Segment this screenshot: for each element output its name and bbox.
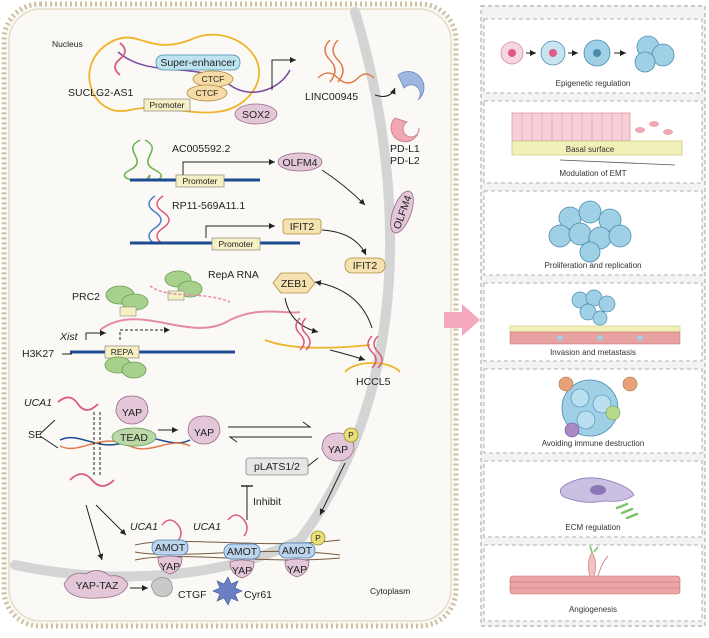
- ctgf-label: CTGF: [178, 589, 207, 601]
- super-enhancer-module: Super-enhancer CTCF CTCF Promoter SUCLG2…: [68, 33, 425, 167]
- amot-1-label: AMOT: [155, 542, 186, 554]
- sox2-protein: [234, 103, 278, 125]
- plats-box: [245, 457, 309, 476]
- hallmark-proliferation: Proliferation and replication: [545, 261, 642, 270]
- amot-1: [151, 539, 189, 556]
- nucleus-label: Nucleus: [52, 39, 83, 49]
- yap-free-protein: [187, 415, 221, 445]
- ctcf-2-label: CTCF: [196, 88, 219, 98]
- yap-p-label: YAP: [328, 444, 348, 456]
- pd-l2-protein-icon: [390, 117, 420, 143]
- yap-free-label: YAP: [194, 427, 214, 439]
- phospho-marker: [343, 427, 359, 443]
- phospho-label: P: [348, 430, 354, 440]
- hallmark-invasion: Invasion and metastasis: [550, 348, 636, 357]
- cyr61-icon: [212, 576, 243, 606]
- promoter-label-1: Promoter: [150, 100, 185, 110]
- emt-epithelium: [511, 112, 683, 156]
- transition-arrow: [444, 304, 480, 336]
- prc2-label: PRC2: [72, 291, 100, 303]
- ctcf-2: [186, 84, 228, 102]
- hallmark-immune: Avoiding immune destruction: [542, 439, 645, 448]
- promoter-box-2: [175, 174, 225, 188]
- yap-m3-protein: [284, 558, 310, 578]
- hallmark-angiogenesis: Angiogenesis: [569, 605, 617, 614]
- xist-module: PRC2 RepA RNA Xist REPA H3K27: [22, 269, 301, 379]
- promoter-label-2: Promoter: [183, 176, 218, 186]
- amot-2: [223, 543, 261, 560]
- uca1-b-label: UCA1: [193, 521, 221, 533]
- promoter-box-3: [211, 237, 261, 251]
- ctgf-icon: [151, 577, 173, 597]
- yap-taz-complex: [63, 570, 129, 599]
- linc00945-rna: [317, 39, 375, 84]
- epigenetic-cells: [500, 35, 675, 73]
- xist-label: Xist: [59, 331, 79, 343]
- inhibit-label: Inhibit: [253, 496, 281, 508]
- cytoplasm-label: Cytoplasm: [370, 586, 410, 596]
- nuclear-envelope: [10, 7, 396, 582]
- olfm4-gene: [277, 152, 323, 172]
- se-label: SE: [28, 429, 42, 441]
- immune-scene: [558, 376, 638, 438]
- zeb1-label: ZEB1: [281, 278, 307, 290]
- phospho-label-2: P: [315, 533, 321, 543]
- hallmark-emt: Modulation of EMT: [559, 169, 626, 178]
- ifit2-protein-label: IFIT2: [353, 260, 378, 272]
- amot-2-label: AMOT: [227, 546, 258, 558]
- angiogenesis-scene: [509, 545, 681, 595]
- emt-basal-surface: Basal surface: [566, 145, 615, 154]
- olfm4-protein: [390, 190, 414, 234]
- rp11-module: RP11-569A11.1 Promoter IFIT2 IFIT2: [130, 195, 386, 274]
- linc00945-label: LINC00945: [305, 91, 358, 103]
- suclg2-as1-label: SUCLG2-AS1: [68, 87, 134, 99]
- yap-taz-label: YAP-TAZ: [76, 580, 119, 592]
- promoter-box-1: [143, 98, 191, 112]
- yap-m1-label: YAP: [160, 561, 180, 573]
- repa-label: REPA: [111, 347, 134, 357]
- ctcf-1-label: CTCF: [202, 74, 225, 84]
- hallmark-epigenetic: Epigenetic regulation: [556, 79, 631, 88]
- pd-l1-protein-icon: [397, 71, 425, 101]
- proliferation-cluster: [548, 200, 632, 263]
- pd-l1-label: PD-L1: [390, 143, 420, 155]
- amot-3-label: AMOT: [282, 545, 313, 557]
- plats-label: pLATS1/2: [254, 461, 300, 473]
- hccl5-label: HCCL5: [356, 376, 391, 388]
- yap-module: UCA1 SE YAP TEAD YAP YAP P pLATS1/2 Inhi…: [24, 395, 359, 606]
- uca1-a-label: UCA1: [130, 521, 158, 533]
- invasion-scene: [509, 289, 681, 345]
- ac005592-label: AC005592.2: [172, 143, 231, 155]
- tead-protein: [111, 427, 157, 447]
- h3k27-label: H3K27: [22, 348, 54, 360]
- repa-rna-label: RepA RNA: [208, 269, 259, 281]
- hccl5-module: ZEB1 HCCL5: [264, 272, 401, 388]
- amot-3: [278, 542, 316, 559]
- yap-m1-protein: [157, 555, 183, 575]
- cyr61-label: Cyr61: [244, 589, 272, 601]
- super-enhancer-box: [155, 54, 241, 71]
- yap-m3-label: YAP: [287, 564, 307, 576]
- promoter-label-3: Promoter: [219, 239, 254, 249]
- super-enhancer-label: Super-enhancer: [160, 57, 236, 69]
- ecm-scene: [559, 477, 639, 520]
- phospho-marker-2: [310, 530, 326, 546]
- hallmark-ecm: ECM regulation: [565, 523, 620, 532]
- hallmark-column: Epigenetic regulation Basal surface Modu…: [480, 5, 706, 627]
- yap-m2-protein: [229, 559, 255, 579]
- ifit2-gene: [282, 218, 322, 235]
- sox2-label: SOX2: [242, 109, 270, 121]
- yap-top-label: YAP: [122, 407, 142, 419]
- rp11-label: RP11-569A11.1: [172, 200, 245, 212]
- yap-top-protein: [115, 395, 149, 425]
- ifit2-protein: [344, 257, 386, 274]
- olfm4-gene-label: OLFM4: [282, 157, 317, 169]
- yap-m2-label: YAP: [232, 565, 252, 577]
- pd-l2-label: PD-L2: [390, 155, 420, 167]
- ifit2-gene-label: IFIT2: [290, 221, 315, 233]
- tead-label: TEAD: [120, 432, 148, 444]
- uca1-top-label: UCA1: [24, 397, 52, 409]
